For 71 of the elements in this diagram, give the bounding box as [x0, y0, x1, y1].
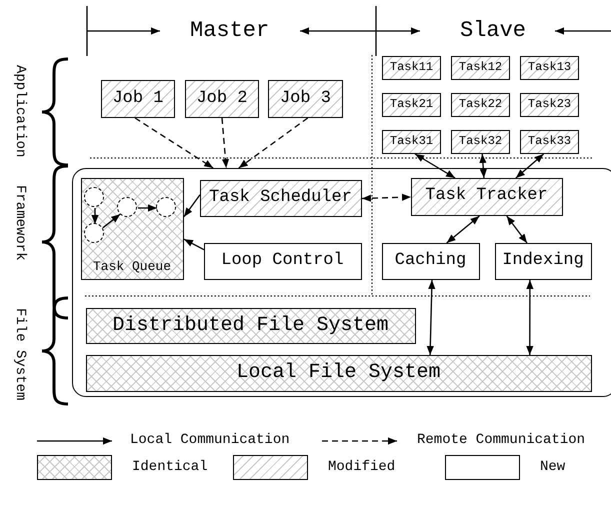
box-label: Task22 — [458, 98, 504, 112]
arrow — [506, 216, 528, 244]
process-box — [101, 80, 175, 118]
legend-label: Modified — [328, 459, 396, 475]
box-label: Task12 — [458, 60, 504, 74]
process-box — [80, 178, 184, 280]
box-label: Loop Control — [220, 250, 345, 270]
box-label: Task31 — [388, 134, 434, 148]
process-box — [86, 354, 592, 392]
process-box — [451, 56, 510, 80]
arrow — [515, 154, 544, 178]
process-box — [382, 130, 441, 154]
dashed-circle — [84, 223, 104, 243]
process-box — [382, 242, 480, 280]
process-box — [520, 56, 579, 80]
column-heading: Slave — [460, 18, 526, 43]
box-label: Task Scheduler — [208, 188, 353, 208]
box-label: Task23 — [526, 98, 572, 112]
process-box — [520, 93, 579, 117]
arrow — [426, 280, 436, 356]
box-label: Job 2 — [195, 88, 248, 108]
layer-label: Framework — [12, 185, 28, 261]
process-box — [451, 130, 510, 154]
legend-label: Local Communication — [130, 432, 290, 448]
box-label: Indexing — [501, 250, 585, 270]
process-box — [520, 130, 579, 154]
arrow — [238, 117, 308, 169]
column-heading: Master — [190, 18, 270, 43]
process-box — [204, 242, 362, 280]
process-box — [410, 178, 562, 216]
box-label: Local File System — [235, 361, 442, 384]
box-label: Distributed File System — [111, 314, 390, 336]
box-label: Task21 — [388, 98, 434, 112]
process-box — [86, 308, 416, 344]
box-label: Job 3 — [278, 88, 332, 108]
arrow — [102, 214, 121, 228]
layer-label: Application — [12, 65, 28, 158]
arrow — [414, 153, 456, 179]
process-box — [185, 80, 259, 118]
arrow — [221, 118, 230, 168]
process-box — [494, 242, 592, 280]
box-label: Task Queue — [92, 260, 172, 274]
arrow — [362, 194, 412, 202]
process-box — [200, 180, 362, 216]
arrow — [138, 204, 157, 212]
legend-label: New — [540, 459, 566, 475]
legend-label: Remote Communication — [417, 432, 586, 448]
layer-label: File System — [12, 308, 28, 400]
box-label: Task11 — [388, 60, 434, 74]
dashed-circle — [117, 197, 137, 217]
arrow — [134, 117, 214, 169]
box-label: Task33 — [526, 134, 572, 148]
legend-label: Identical — [132, 459, 208, 475]
arrow — [446, 216, 480, 244]
process-box — [382, 93, 441, 117]
process-box — [451, 93, 510, 117]
box-label: Task Tracker — [424, 186, 549, 206]
dashed-circle — [156, 197, 176, 217]
arrow — [91, 208, 99, 224]
framework-panel — [72, 168, 611, 397]
arrow — [479, 154, 487, 178]
box-label: Caching — [394, 250, 468, 270]
dashed-circle — [84, 187, 104, 207]
arrow — [184, 238, 204, 250]
box-label: Task13 — [526, 60, 572, 74]
process-box — [268, 80, 343, 118]
box-label: Task32 — [458, 134, 504, 148]
arrow — [526, 280, 534, 355]
process-box — [382, 56, 441, 80]
box-label: Job 1 — [111, 88, 164, 108]
arrow — [183, 194, 201, 218]
